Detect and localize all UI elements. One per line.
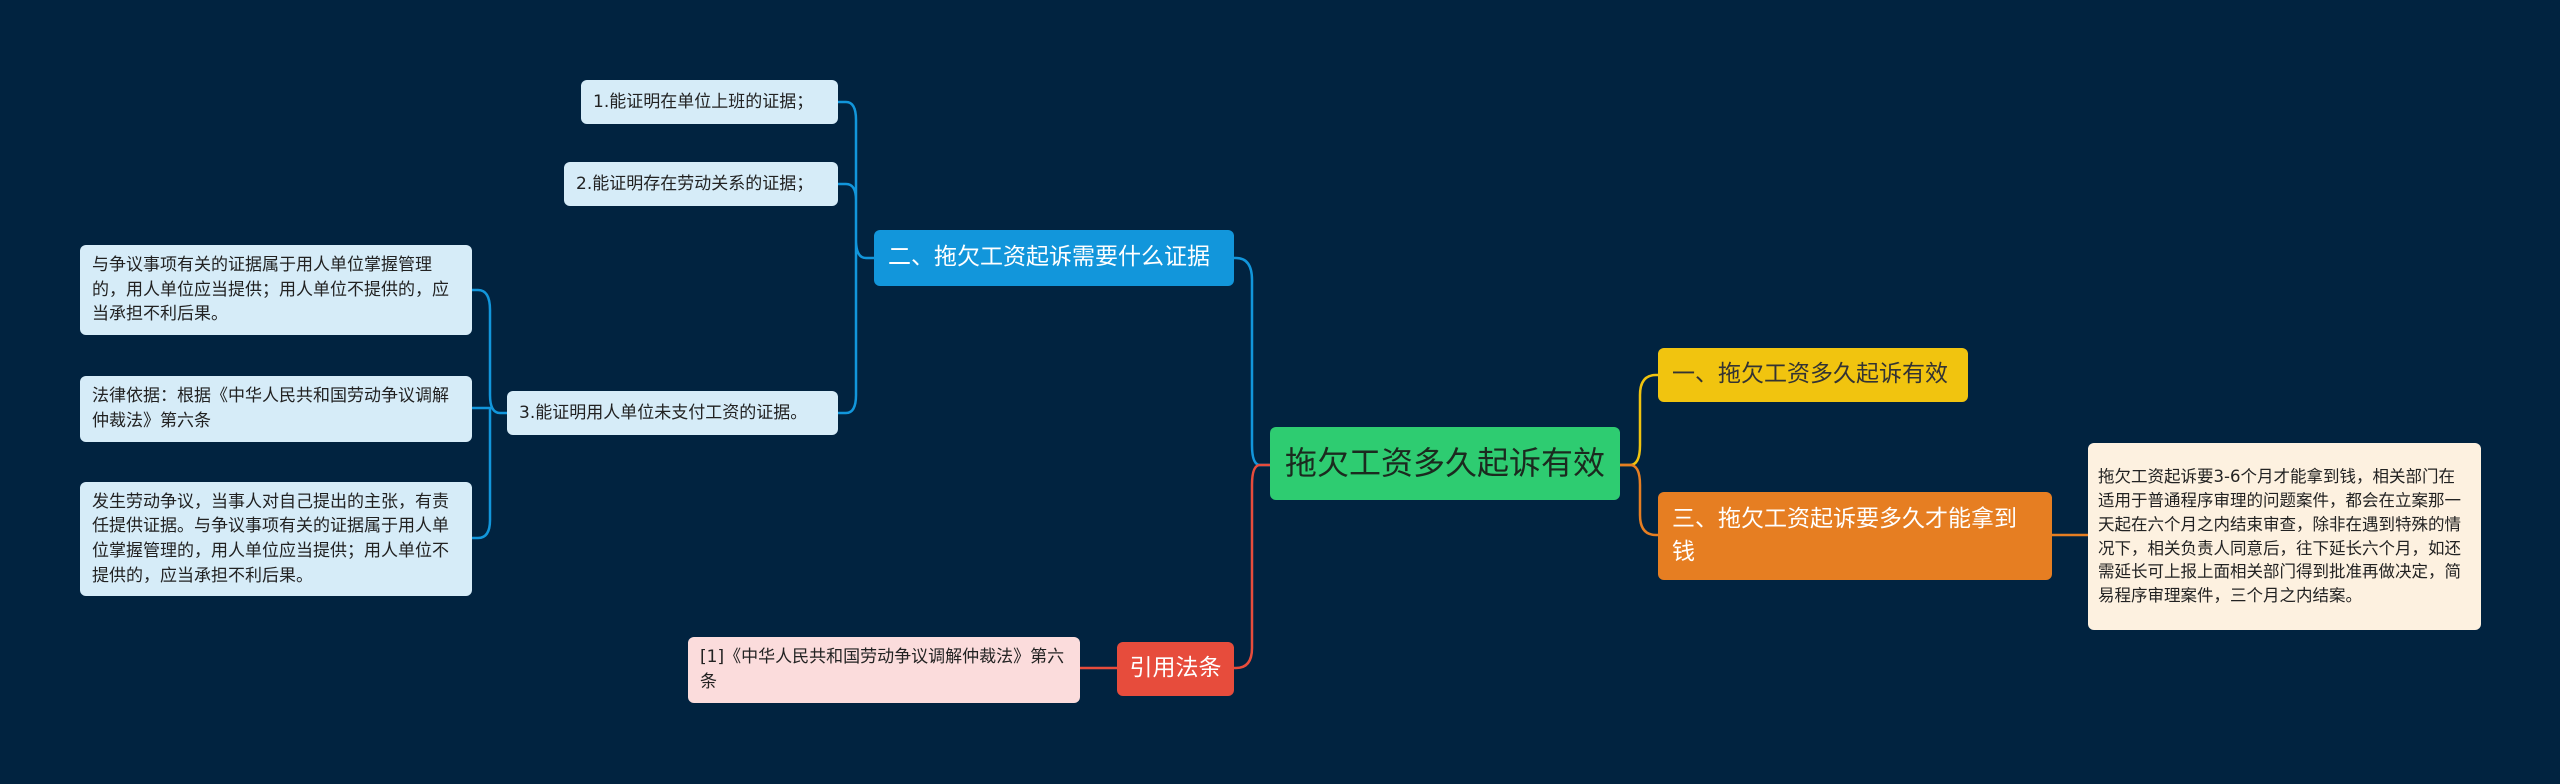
center-topic[interactable]: 拖欠工资多久起诉有效: [1270, 427, 1620, 500]
branch-1[interactable]: 一、拖欠工资多久起诉有效: [1658, 348, 1968, 402]
link-branch2-items: [838, 100, 874, 415]
evidence-item-2[interactable]: 2.能证明存在劳动关系的证据；: [564, 162, 838, 206]
evidence-item-2-text: 2.能证明存在劳动关系的证据；: [576, 173, 814, 194]
evidence-item-1-text: 1.能证明在单位上班的证据；: [593, 91, 814, 112]
branch-3-detail[interactable]: 拖欠工资起诉要3-6个月才能拿到钱，相关部门在适用于普通程序审理的问题案件，都会…: [2088, 443, 2481, 630]
evidence-subitem-2[interactable]: 法律依据：根据《中华人民共和国劳动争议调解仲裁法》第六条: [80, 376, 472, 442]
link-center-branch3: [1620, 463, 1658, 537]
citation-branch[interactable]: 引用法条: [1117, 642, 1234, 696]
branch-2[interactable]: 二、拖欠工资起诉需要什么证据: [874, 230, 1234, 286]
branch-1-label: 一、拖欠工资多久起诉有效: [1672, 361, 1948, 388]
evidence-item-1[interactable]: 1.能证明在单位上班的证据；: [581, 80, 838, 124]
link-item3-subitems: [472, 288, 507, 540]
branch-2-label: 二、拖欠工资起诉需要什么证据: [888, 244, 1210, 271]
citation-branch-label: 引用法条: [1129, 655, 1222, 682]
evidence-subitem-3-text: 发生劳动争议，当事人对自己提出的主张，有责任提供证据。与争议事项有关的证据属于用…: [92, 491, 449, 586]
link-center-branch1: [1620, 373, 1658, 467]
center-topic-label: 拖欠工资多久起诉有效: [1284, 444, 1605, 483]
link-center-citation: [1234, 463, 1270, 670]
link-center-branch2: [1234, 256, 1270, 467]
evidence-subitem-3[interactable]: 发生劳动争议，当事人对自己提出的主张，有责任提供证据。与争议事项有关的证据属于用…: [80, 482, 472, 596]
evidence-item-3[interactable]: 3.能证明用人单位未支付工资的证据。: [507, 391, 838, 435]
evidence-subitem-1-text: 与争议事项有关的证据属于用人单位掌握管理的，用人单位应当提供；用人单位不提供的，…: [92, 255, 449, 325]
branch-3-label: 三、拖欠工资起诉要多久才能拿到钱: [1672, 505, 2017, 565]
evidence-subitem-1[interactable]: 与争议事项有关的证据属于用人单位掌握管理的，用人单位应当提供；用人单位不提供的，…: [80, 245, 472, 335]
citation-item[interactable]: [1]《中华人民共和国劳动争议调解仲裁法》第六条: [688, 637, 1080, 703]
citation-item-text: [1]《中华人民共和国劳动争议调解仲裁法》第六条: [700, 647, 1065, 692]
branch-3-detail-text: 拖欠工资起诉要3-6个月才能拿到钱，相关部门在适用于普通程序审理的问题案件，都会…: [2098, 466, 2461, 606]
evidence-subitem-2-text: 法律依据：根据《中华人民共和国劳动争议调解仲裁法》第六条: [92, 386, 449, 431]
evidence-item-3-text: 3.能证明用人单位未支付工资的证据。: [519, 402, 808, 423]
branch-3[interactable]: 三、拖欠工资起诉要多久才能拿到钱: [1658, 492, 2052, 580]
